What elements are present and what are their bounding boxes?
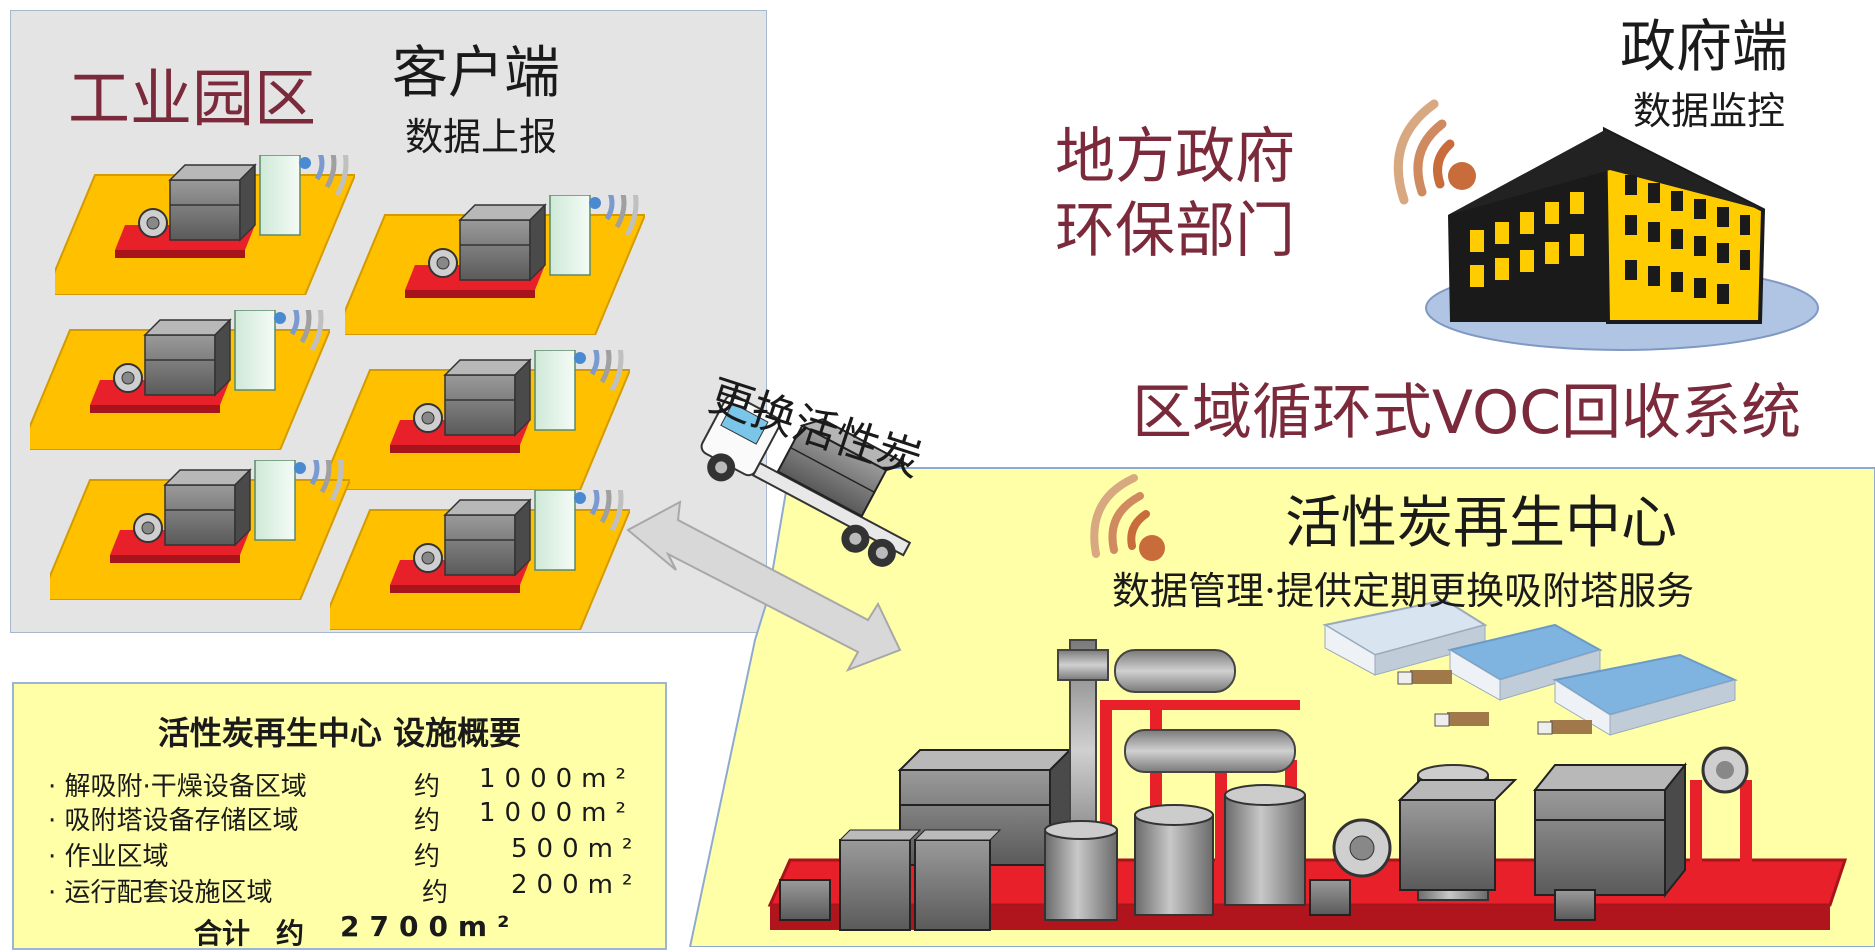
summary-title: 活性炭再生中心 设施概要	[157, 714, 522, 752]
summary-total-label: 合计	[194, 917, 251, 950]
truck-icon	[700, 394, 912, 567]
client-title: 客户端	[392, 41, 560, 106]
summary-row-prefix: 约	[414, 806, 441, 836]
park-label: 工业园区	[68, 62, 317, 135]
summary-row-label: · 吸附塔设备存储区域	[48, 806, 299, 836]
client-unit	[20, 286, 330, 450]
client-unit	[320, 466, 630, 630]
summary-row-label: · 解吸附·干燥设备区域	[48, 772, 307, 802]
wifi-icon-government	[1393, 99, 1476, 205]
summary-row-value: 500m²	[511, 834, 642, 864]
system-title: 区域循环式VOC回收系统	[1132, 378, 1802, 448]
small-truck-icon	[1397, 670, 1452, 685]
double-arrow-icon	[626, 500, 902, 672]
government-title: 政府端	[1620, 15, 1788, 80]
summary-row-label: · 运行配套设施区域	[48, 878, 273, 908]
client-unit	[40, 436, 350, 600]
warehouse-icon	[1322, 598, 1488, 676]
center-title: 活性炭再生中心	[1285, 491, 1677, 556]
client-subtitle: 数据上报	[405, 115, 558, 159]
summary-total-value: 2700m²	[340, 910, 520, 943]
government-building-icon	[1448, 126, 1766, 324]
small-truck-icon	[1434, 712, 1489, 727]
warehouse-icon	[1447, 623, 1603, 701]
client-unit	[335, 171, 645, 335]
summary-row-prefix: 约	[422, 878, 449, 908]
wifi-icon-center	[1090, 474, 1165, 561]
facility-summary-box: 活性炭再生中心 设施概要 · 解吸附·干燥设备区域 约 1000m² · 吸附塔…	[12, 682, 667, 950]
summary-row-label: · 作业区域	[48, 842, 169, 872]
warehouse-icon	[1552, 653, 1738, 736]
summary-row-value: 200m²	[511, 870, 642, 900]
summary-row-value: 1000m²	[479, 798, 635, 828]
summary-row-prefix: 约	[414, 772, 441, 802]
summary-total-prefix: 约	[276, 917, 305, 950]
small-truck-icon	[1537, 720, 1592, 735]
government-subtitle: 数据监控	[1633, 89, 1786, 133]
government-agency-line1: 地方政府	[1055, 122, 1295, 192]
client-unit	[45, 131, 355, 295]
summary-row-value: 1000m²	[479, 764, 635, 794]
regeneration-equipment-illustration	[767, 639, 1848, 931]
client-unit	[320, 326, 630, 490]
center-subtitle: 数据管理·提供定期更换吸附塔服务	[1112, 569, 1695, 613]
summary-row-prefix: 约	[414, 842, 441, 872]
government-agency-line2: 环保部门	[1055, 196, 1295, 266]
